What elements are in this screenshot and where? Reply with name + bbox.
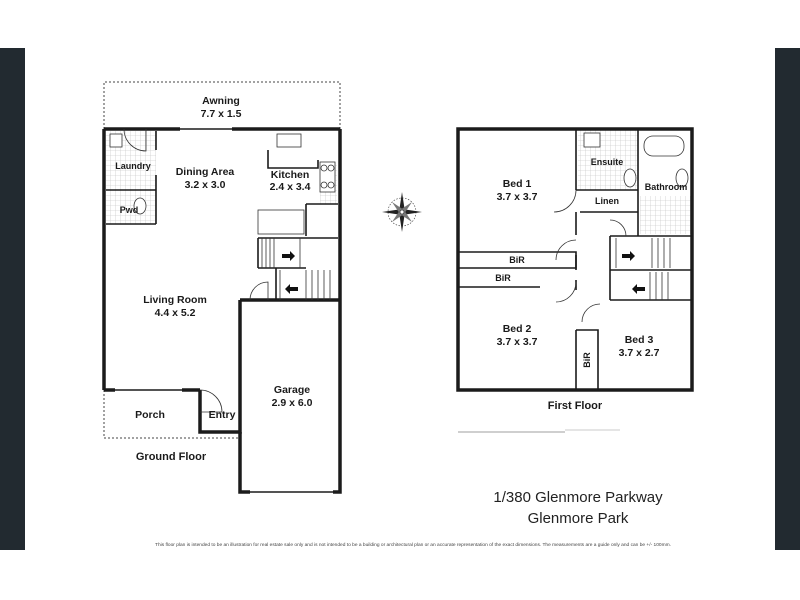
laundry-tub-icon	[109, 133, 123, 148]
toilet-icon	[133, 197, 147, 215]
bed-3-bir-label: BiR	[582, 352, 592, 368]
entry-label: Entry	[209, 409, 236, 421]
laundry-label: Laundry	[115, 161, 151, 171]
bed-1-label: Bed 1	[503, 178, 532, 190]
bathtub-icon	[643, 135, 685, 157]
bed-2-bir-label: BiR	[495, 273, 511, 283]
ensuite-toilet-icon	[623, 168, 637, 188]
ground-floor-plan	[102, 81, 342, 494]
compass-rose-icon	[382, 192, 422, 232]
first-floor-plan	[456, 127, 694, 433]
linen-label: Linen	[595, 196, 619, 206]
living-room-dims: 4.4 x 5.2	[155, 307, 196, 319]
address-line-1: 1/380 Glenmore Parkway	[493, 489, 663, 506]
living-room-label: Living Room	[143, 294, 207, 306]
right-side-bar	[775, 48, 800, 550]
bathroom-toilet-icon	[675, 168, 689, 188]
porch-label: Porch	[135, 409, 165, 421]
bed-2-dims: 3.7 x 3.7	[497, 336, 538, 348]
pwd-label: Pwd	[120, 205, 139, 215]
bathroom-label: Bathroom	[645, 182, 688, 192]
awning-dims: 7.7 x 1.5	[201, 108, 242, 120]
bed-2-label: Bed 2	[503, 323, 532, 335]
awning-label: Awning	[202, 95, 240, 107]
dining-area-label: Dining Area	[176, 166, 235, 178]
address-line-2: Glenmore Park	[528, 510, 629, 527]
bed-1-dims: 3.7 x 3.7	[497, 191, 538, 203]
garage-dims: 2.9 x 6.0	[272, 397, 313, 409]
kitchen-sink-icon	[276, 133, 302, 148]
ground-stairs	[261, 238, 331, 300]
bed-1-bir-label: BiR	[509, 255, 525, 265]
left-side-bar	[0, 48, 25, 550]
ground-floor-title: Ground Floor	[136, 451, 207, 463]
bed-3-dims: 3.7 x 2.7	[619, 347, 660, 359]
kitchen-dims: 2.4 x 3.4	[270, 181, 311, 193]
ensuite-label: Ensuite	[591, 157, 624, 167]
kitchen-label: Kitchen	[271, 169, 310, 181]
dining-area-dims: 3.2 x 3.0	[185, 179, 226, 191]
bed-3-label: Bed 3	[625, 334, 654, 346]
garage-label: Garage	[274, 384, 310, 396]
first-floor-stairs	[615, 238, 671, 300]
vanity-icon	[583, 132, 601, 148]
disclaimer-text: This floor plan is intended to be an ill…	[155, 542, 671, 547]
first-floor-title: First Floor	[548, 400, 603, 412]
